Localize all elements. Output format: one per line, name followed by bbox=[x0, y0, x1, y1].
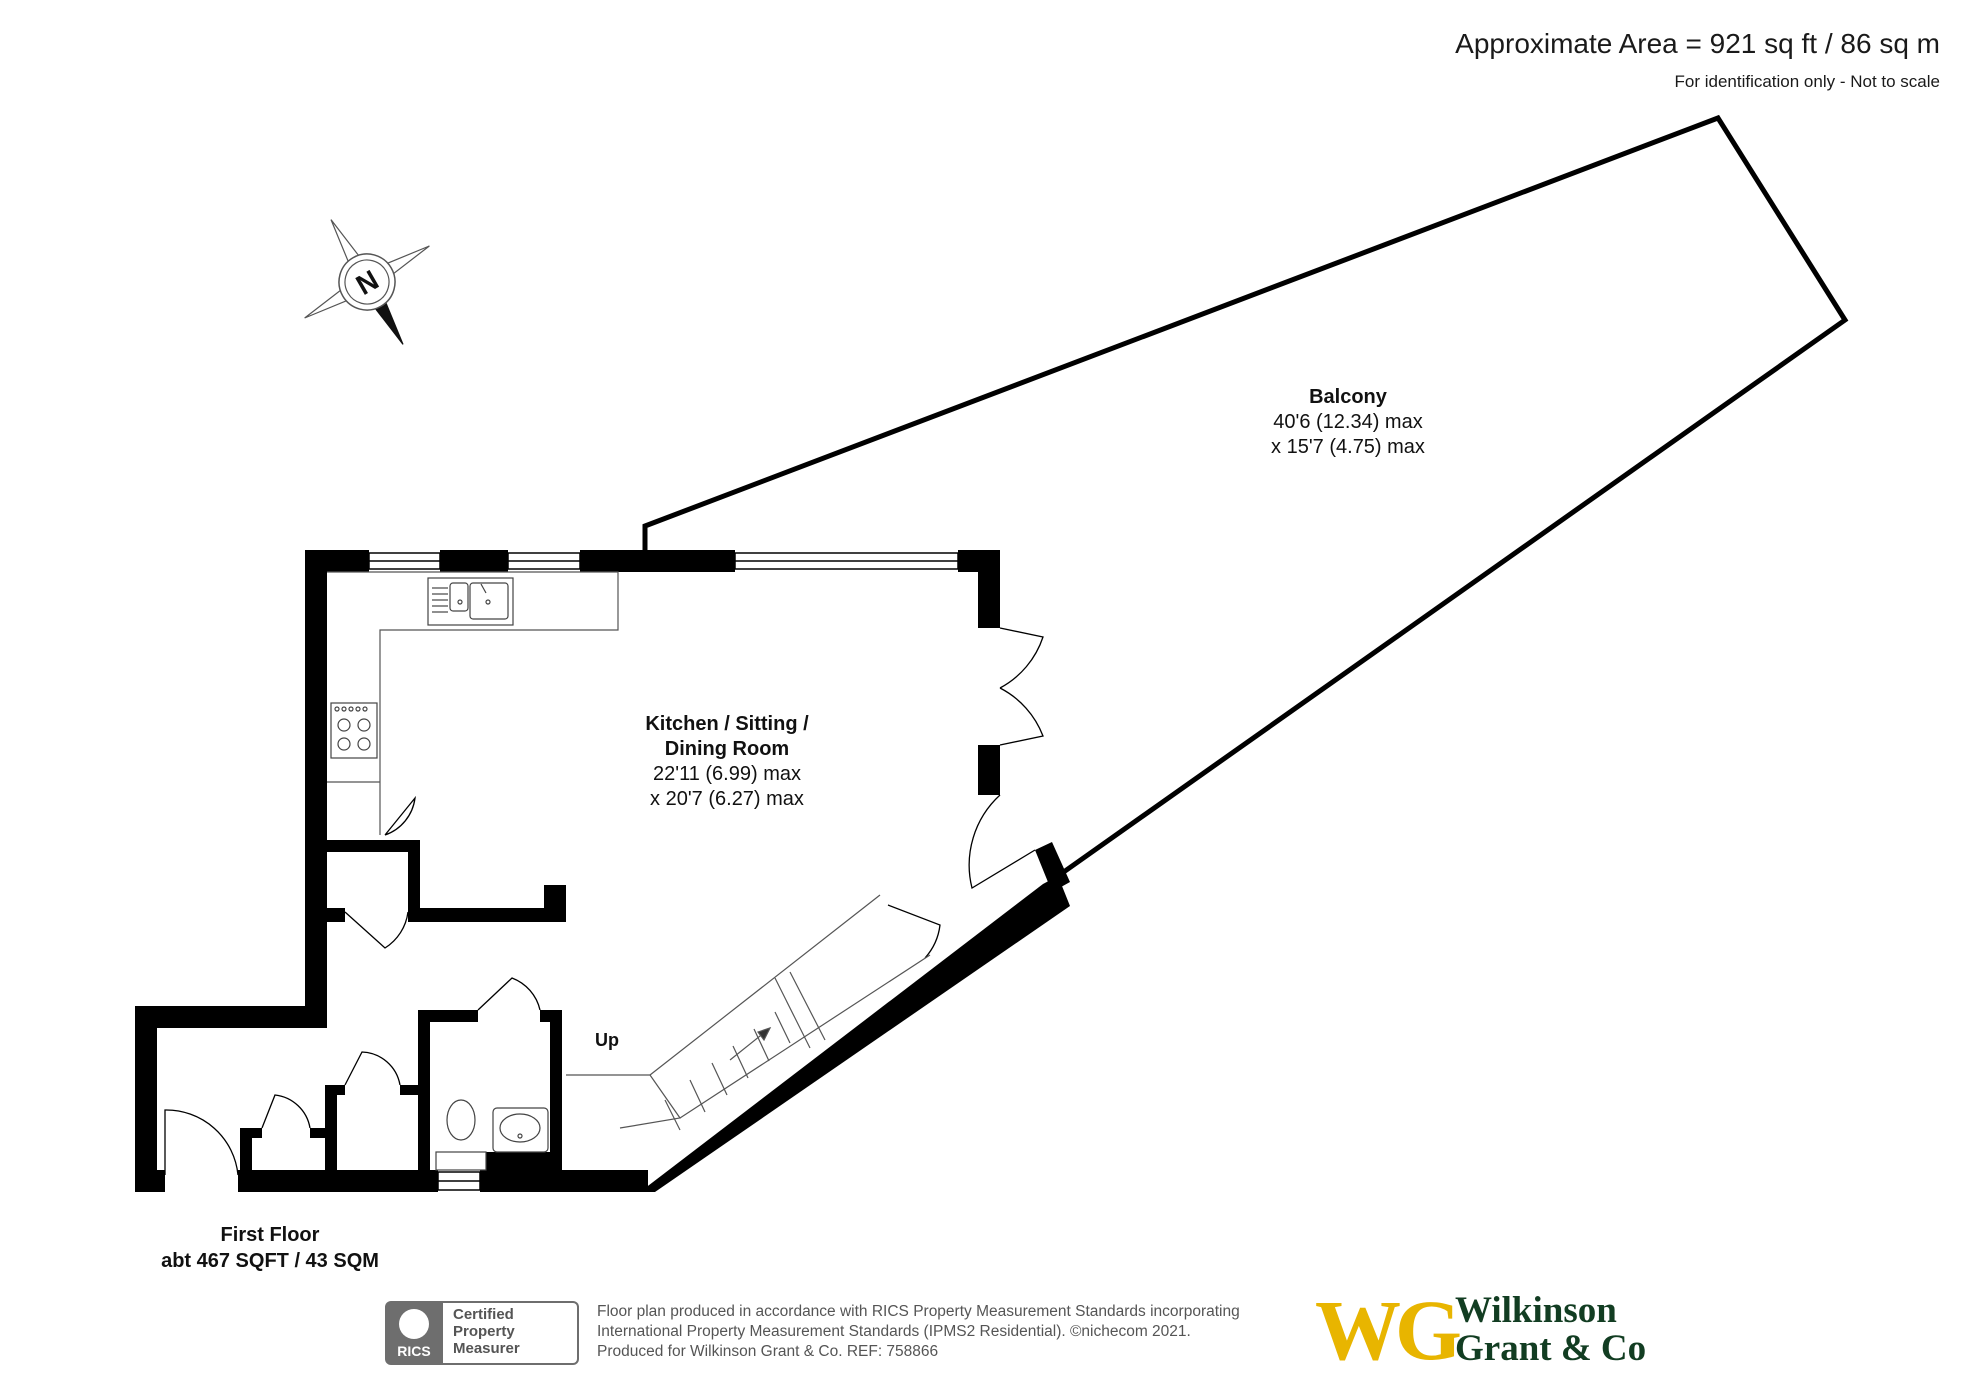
windows bbox=[368, 552, 959, 1191]
compass-icon: N bbox=[304, 219, 430, 345]
rics-badge: RICS Certified Property Measurer bbox=[385, 1301, 583, 1365]
toilet-icon bbox=[435, 1099, 487, 1171]
room-name: Balcony bbox=[1309, 386, 1387, 408]
wg-logo-mark: WG bbox=[1315, 1282, 1462, 1378]
room-dimension: 40'6 (12.34) max bbox=[1273, 411, 1423, 433]
floor-area: abt 467 SQFT / 43 SQM bbox=[161, 1250, 379, 1272]
room-name: Dining Room bbox=[664, 738, 790, 760]
room-dimension: 22'11 (6.99) max bbox=[653, 763, 801, 785]
floor-label: First Floor abt 467 SQFT / 43 SQM bbox=[120, 1222, 420, 1274]
approximate-area-title: Approximate Area = 921 sq ft / 86 sq m bbox=[1455, 28, 1940, 59]
basin-icon bbox=[492, 1107, 549, 1153]
room-label-balcony: Balcony 40'6 (12.34) max x 15'7 (4.75) m… bbox=[1198, 385, 1498, 460]
sink-icon bbox=[427, 577, 514, 626]
room-dimension: x 20'7 (6.27) max bbox=[650, 788, 804, 810]
internal-walls bbox=[240, 840, 566, 1175]
kitchen-counter bbox=[327, 571, 619, 835]
room-name: Kitchen / Sitting / bbox=[645, 713, 809, 735]
stairs-up-label: Up bbox=[595, 1030, 619, 1050]
hob-icon bbox=[330, 702, 378, 759]
rics-word: RICS bbox=[397, 1343, 431, 1359]
exterior-walls bbox=[135, 550, 1070, 1192]
balcony-outline bbox=[642, 114, 1849, 879]
floor-name: First Floor bbox=[220, 1224, 320, 1246]
rics-lion-icon bbox=[399, 1309, 429, 1339]
rics-certification: Certified Property Measurer bbox=[453, 1306, 520, 1357]
room-label-kitchen: Kitchen / Sitting / Dining Room 22'11 (6… bbox=[577, 712, 877, 812]
room-dimension: x 15'7 (4.75) max bbox=[1271, 436, 1425, 458]
agency-logo-name: Wilkinson Grant & Co bbox=[1455, 1290, 1647, 1369]
footer-disclaimer: Floor plan produced in accordance with R… bbox=[597, 1303, 1240, 1360]
scale-disclaimer: For identification only - Not to scale bbox=[1674, 72, 1940, 91]
staircase bbox=[566, 894, 931, 1131]
doors bbox=[164, 627, 1044, 1176]
